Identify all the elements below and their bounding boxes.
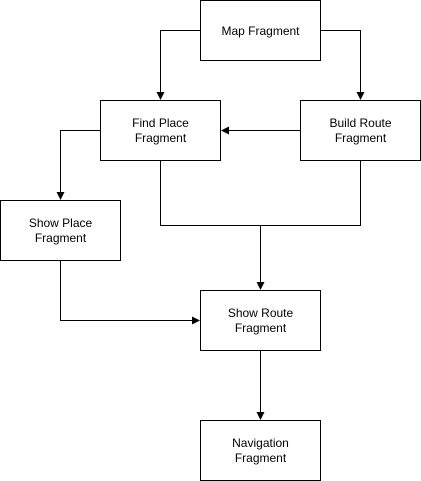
node-box	[200, 0, 321, 61]
edge-find-place-to-merge	[160, 160, 261, 226]
edge-map-to-find-place	[156, 30, 201, 100]
edge-map-to-build-route	[320, 30, 365, 100]
node-show-place-fragment: Show Place Fragment	[0, 200, 121, 261]
node-box	[200, 420, 321, 481]
node-box	[0, 200, 121, 261]
node-box	[100, 100, 221, 161]
node-label-line-2: Fragment	[135, 131, 187, 145]
node-show-route-fragment: Show Route Fragment	[200, 290, 321, 351]
node-label-line-1: Show Route	[228, 306, 294, 320]
node-navigation-fragment: Navigation Fragment	[200, 420, 321, 481]
node-label-line-1: Navigation	[232, 436, 289, 450]
node-build-route-fragment: Build Route Fragment	[300, 100, 421, 161]
node-label-line-2: Fragment	[235, 451, 287, 465]
node-label-line-1: Show Place	[29, 216, 93, 230]
edge-show-place-to-show-route	[60, 260, 200, 325]
node-box	[200, 290, 321, 351]
node-label: Map Fragment	[221, 24, 300, 38]
node-label-line-2: Fragment	[235, 321, 287, 335]
edge-build-route-to-merge	[260, 160, 361, 226]
node-label-line-1: Find Place	[132, 116, 189, 130]
node-label-line-2: Fragment	[335, 131, 387, 145]
node-find-place-fragment: Find Place Fragment	[100, 100, 221, 161]
edge-find-place-to-show-place	[56, 130, 101, 200]
node-box	[300, 100, 421, 161]
edges	[56, 30, 365, 420]
node-label-line-1: Build Route	[329, 116, 391, 130]
node-label-line-2: Fragment	[35, 231, 87, 245]
node-map-fragment: Map Fragment	[200, 0, 321, 61]
